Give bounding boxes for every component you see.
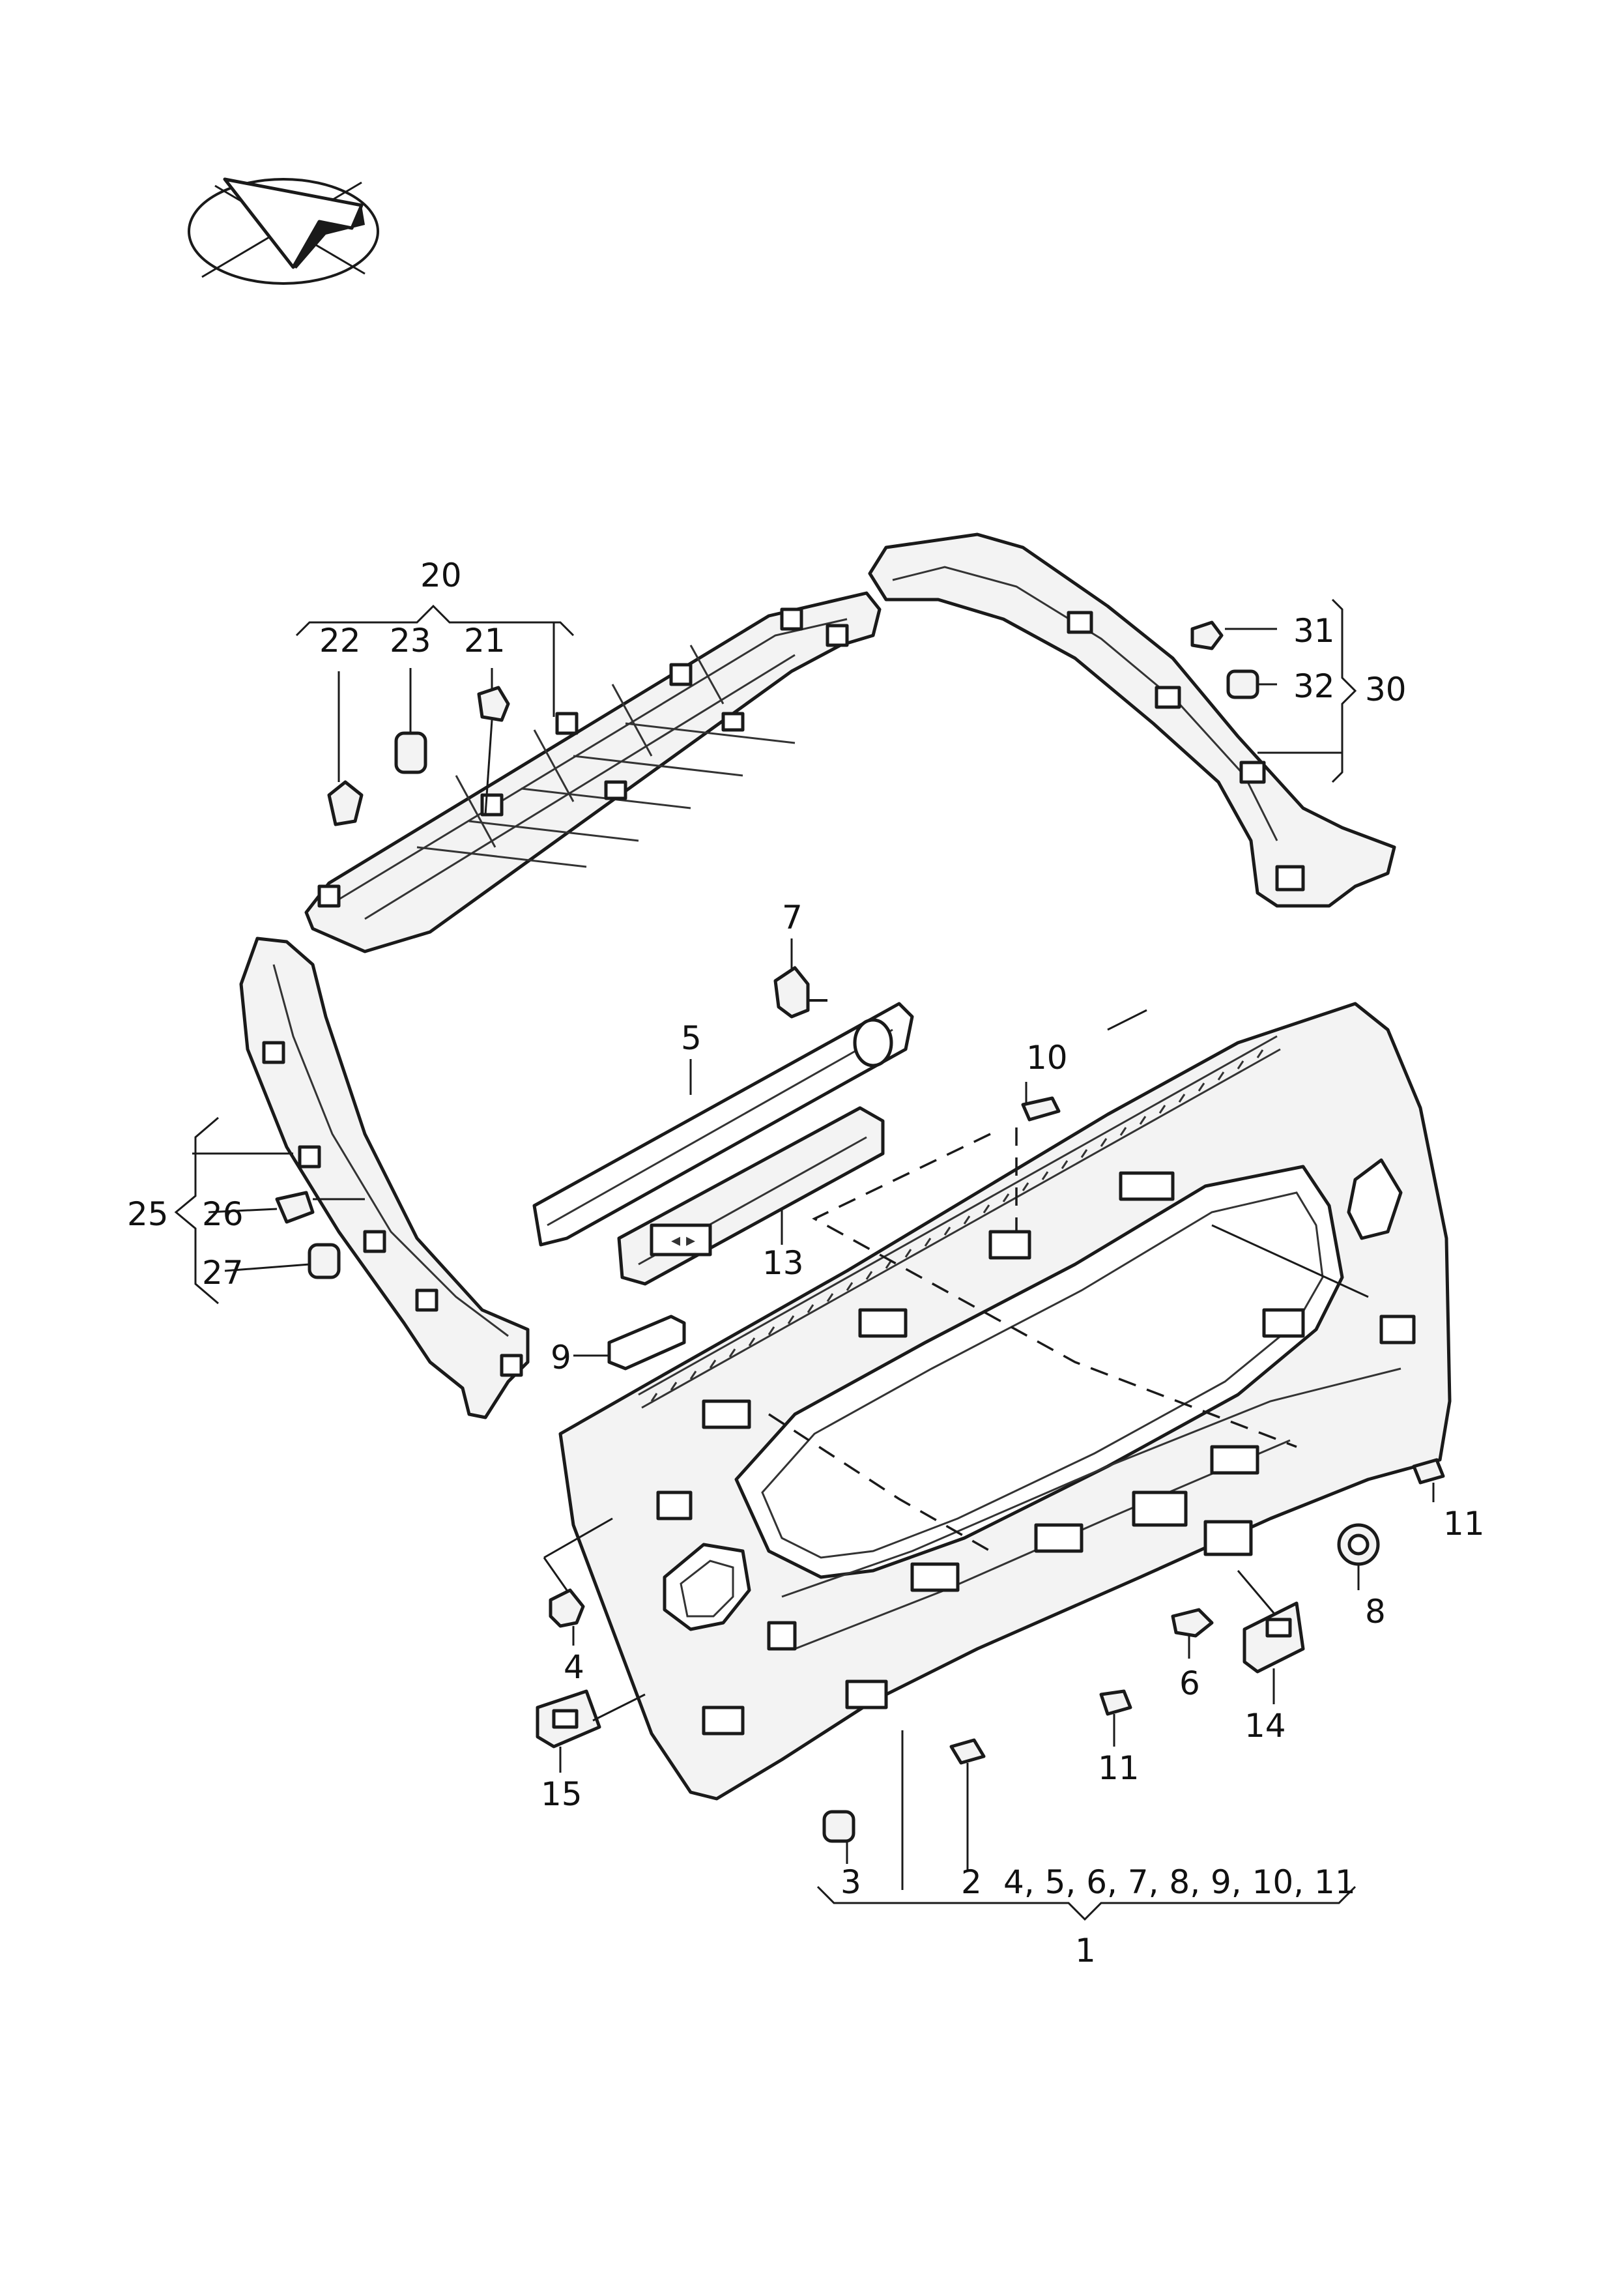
clip-7 — [773, 966, 827, 1019]
label-2: 2 — [961, 1863, 982, 1901]
left-pillar-trim — [239, 937, 530, 1419]
label-21: 21 — [464, 622, 506, 660]
bushing-3 — [822, 1810, 855, 1843]
label-22: 22 — [319, 622, 361, 660]
clip-2 — [949, 1738, 986, 1765]
label-10: 10 — [1026, 1039, 1068, 1077]
bushing-23 — [394, 731, 427, 774]
label-31: 31 — [1293, 612, 1335, 650]
label-1: 1 — [1075, 1932, 1096, 1969]
clip-26 — [275, 1191, 315, 1224]
part-labels: 20 22 23 21 31 32 30 7 5 10 13 9 25 26 2… — [127, 557, 1485, 1969]
label-5: 5 — [681, 1019, 702, 1057]
label-11-right: 11 — [1443, 1505, 1485, 1543]
leader-lines — [192, 628, 1435, 1890]
label-6: 6 — [1179, 1664, 1200, 1702]
clip-11-right — [1412, 1458, 1445, 1485]
label-15: 15 — [541, 1775, 582, 1813]
brace-25 — [174, 1116, 219, 1305]
clip-11-lower — [1099, 1689, 1132, 1716]
label-group-1: 4, 5, 6, 7, 8, 9, 10, 11 — [1003, 1863, 1356, 1901]
upper-trim-panel — [304, 591, 882, 953]
label-20: 20 — [420, 557, 462, 594]
svg-text:◂ ▸: ◂ ▸ — [671, 1229, 695, 1251]
brace-20 — [295, 604, 575, 717]
label-8: 8 — [1365, 1593, 1386, 1631]
trim-strip — [532, 1002, 914, 1247]
brace-1 — [816, 1885, 1357, 1921]
label-30: 30 — [1365, 671, 1407, 708]
brace-30 — [1331, 598, 1357, 783]
switch-14 — [1242, 1601, 1305, 1674]
clip-31 — [1190, 620, 1224, 650]
orientation-arrow-icon — [188, 177, 379, 285]
grommet-8 — [1337, 1523, 1380, 1566]
label-13: 13 — [762, 1244, 804, 1282]
switch-15 — [536, 1689, 601, 1749]
clip-6 — [1171, 1608, 1214, 1638]
label-4: 4 — [564, 1648, 584, 1686]
label-32: 32 — [1293, 667, 1335, 705]
tailgate-trim-panel — [558, 1002, 1452, 1801]
bushing-32 — [1226, 669, 1259, 699]
label-3: 3 — [840, 1863, 861, 1901]
cover-cap — [607, 1315, 686, 1371]
clip-4 — [549, 1588, 585, 1628]
label-27: 27 — [202, 1254, 244, 1292]
clip-10 — [1021, 1096, 1061, 1122]
label-9: 9 — [551, 1339, 571, 1376]
label-25: 25 — [127, 1195, 169, 1233]
bushing-27 — [308, 1243, 341, 1279]
label-11-lower: 11 — [1098, 1749, 1140, 1787]
right-pillar-trim — [868, 532, 1396, 908]
label-7: 7 — [782, 899, 803, 937]
clip-21 — [477, 686, 510, 722]
label-26: 26 — [202, 1195, 244, 1233]
clip-22 — [327, 780, 364, 826]
label-23: 23 — [390, 622, 431, 660]
switch-panel: ◂ ▸ — [617, 1106, 885, 1286]
label-14: 14 — [1244, 1707, 1286, 1745]
